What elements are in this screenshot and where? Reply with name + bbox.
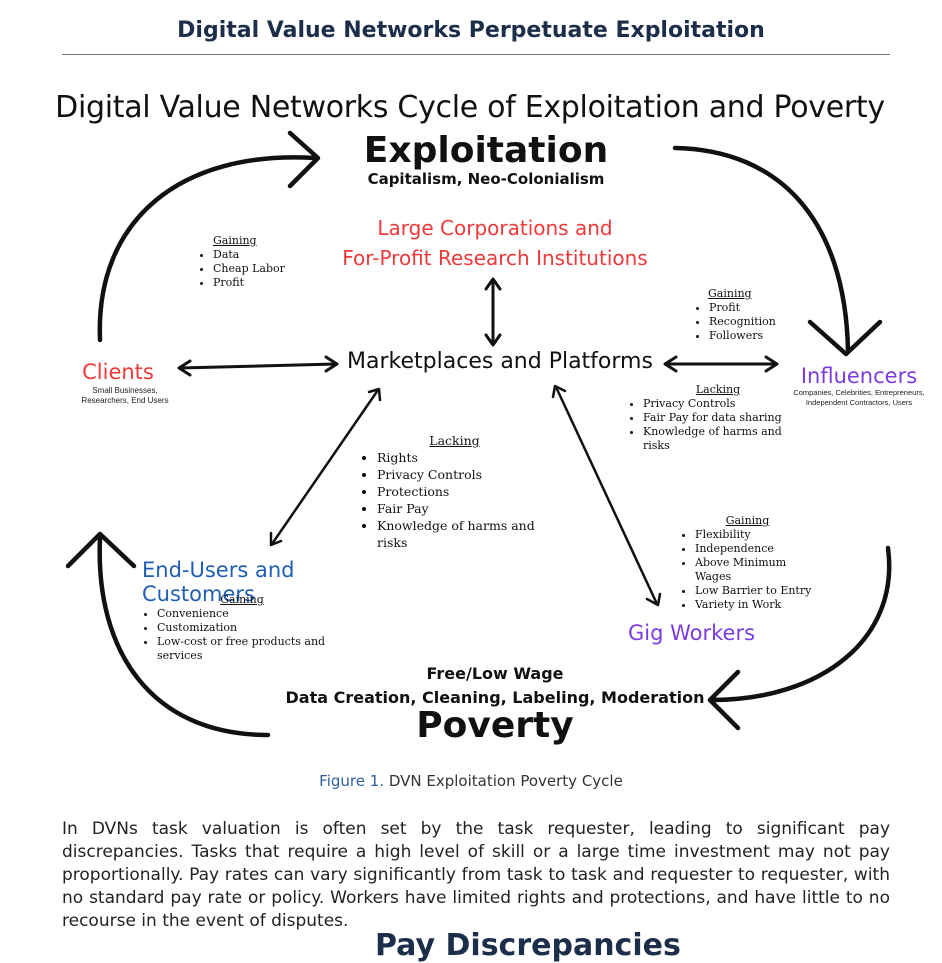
arc-gig-to-poverty — [709, 545, 892, 703]
clients-gaining-heading: Gaining — [213, 234, 257, 247]
list-item: Flexibility — [695, 528, 815, 542]
arc-influencers-head — [807, 319, 883, 357]
list-item: Profit — [213, 276, 308, 290]
list-item: Convenience — [157, 607, 342, 621]
arc-endusers-head — [65, 531, 137, 569]
arc-poverty-to-endusers — [97, 535, 271, 738]
exploitation-label: Exploitation — [363, 130, 609, 171]
list-item: Variety in Work — [695, 598, 815, 612]
gig-gaining-box: Gaining Flexibility Independence Above M… — [680, 514, 815, 612]
arc-clients-to-exploitation — [97, 155, 318, 343]
figure-caption-text: DVN Exploitation Poverty Cycle — [388, 772, 623, 790]
influencers-lacking-box: Lacking Privacy Controls Fair Pay for da… — [628, 383, 808, 453]
next-section-heading: Pay Discrepancies — [375, 928, 681, 963]
influencers-lacking-heading: Lacking — [695, 383, 741, 396]
clients-label: Clients — [82, 360, 154, 384]
arc-poverty-head — [707, 669, 741, 731]
influencers-sub2: Independent Contractors, Users — [805, 398, 913, 407]
list-item: Low-cost or free products and services — [157, 635, 342, 663]
clients-sub2: Researchers, End Users — [81, 396, 169, 405]
cycle-arrows — [65, 130, 892, 738]
arrow-platform-endusers — [270, 388, 380, 546]
influencers-label: Influencers — [800, 364, 918, 388]
corporations-line1: Large Corporations and — [377, 216, 613, 240]
poverty-sub2: Data Creation, Cleaning, Labeling, Moder… — [285, 688, 705, 707]
list-item: Fair Pay for data sharing — [643, 411, 808, 425]
list-item: Recognition — [709, 315, 804, 329]
clients-gaining-box: Gaining Data Cheap Labor Profit — [198, 234, 308, 290]
center-lacking-heading: Lacking — [429, 433, 480, 448]
list-item: Above Minimum Wages — [695, 556, 815, 584]
list-item: Fair Pay — [377, 500, 567, 517]
list-item: Followers — [709, 329, 804, 343]
list-item: Customization — [157, 621, 342, 635]
list-item: Cheap Labor — [213, 262, 308, 276]
figure-label: Figure 1. — [319, 772, 385, 790]
influencers-gaining-box: Gaining Profit Recognition Followers — [694, 287, 804, 343]
platforms-label: Marketplaces and Platforms — [347, 349, 653, 374]
endusers-gaining-box: Gaining Convenience Customization Low-co… — [142, 593, 342, 663]
list-item: Privacy Controls — [377, 466, 567, 483]
poverty-sub1: Free/Low Wage — [426, 664, 564, 683]
influencers-gaining-heading: Gaining — [708, 287, 752, 300]
endusers-gaining-heading: Gaining — [220, 593, 264, 606]
list-item: Profit — [709, 301, 804, 315]
list-item: Independence — [695, 542, 815, 556]
body-paragraph: In DVNs task valuation is often set by t… — [62, 819, 890, 931]
list-item: Low Barrier to Entry — [695, 584, 815, 598]
page-title: Digital Value Networks Perpetuate Exploi… — [177, 18, 765, 43]
gig-workers-label: Gig Workers — [628, 621, 756, 645]
clients-sub1: Small Businesses, — [92, 386, 158, 395]
endusers-label: End-Users and Customers — [142, 558, 295, 606]
arrow-platform-gig — [554, 385, 659, 606]
corporations-line2: For-Profit Research Institutions — [342, 246, 648, 270]
diagram-title: Digital Value Networks Cycle of Exploita… — [55, 90, 885, 125]
list-item: Knowledge of harms and risks — [377, 517, 567, 551]
arrow-clients-platform — [178, 362, 338, 370]
center-lacking-box: Lacking Rights Privacy Controls Protecti… — [362, 432, 567, 551]
list-item: Protections — [377, 483, 567, 500]
gig-gaining-heading: Gaining — [725, 514, 770, 527]
arc-exploitation-to-influencers — [672, 145, 851, 353]
figure-caption: Figure 1. DVN Exploitation Poverty Cycle — [0, 772, 942, 790]
arc-exploitation-head — [287, 130, 321, 189]
influencers-sub1: Companies, Celebrities, Entrepreneurs, — [793, 388, 925, 397]
list-item: Privacy Controls — [643, 397, 808, 411]
exploitation-sub: Capitalism, Neo-Colonialism — [367, 170, 605, 188]
list-item: Knowledge of harms and risks — [643, 425, 808, 453]
title-divider — [62, 54, 890, 55]
list-item: Rights — [377, 449, 567, 466]
list-item: Data — [213, 248, 308, 262]
poverty-label: Poverty — [416, 705, 574, 746]
